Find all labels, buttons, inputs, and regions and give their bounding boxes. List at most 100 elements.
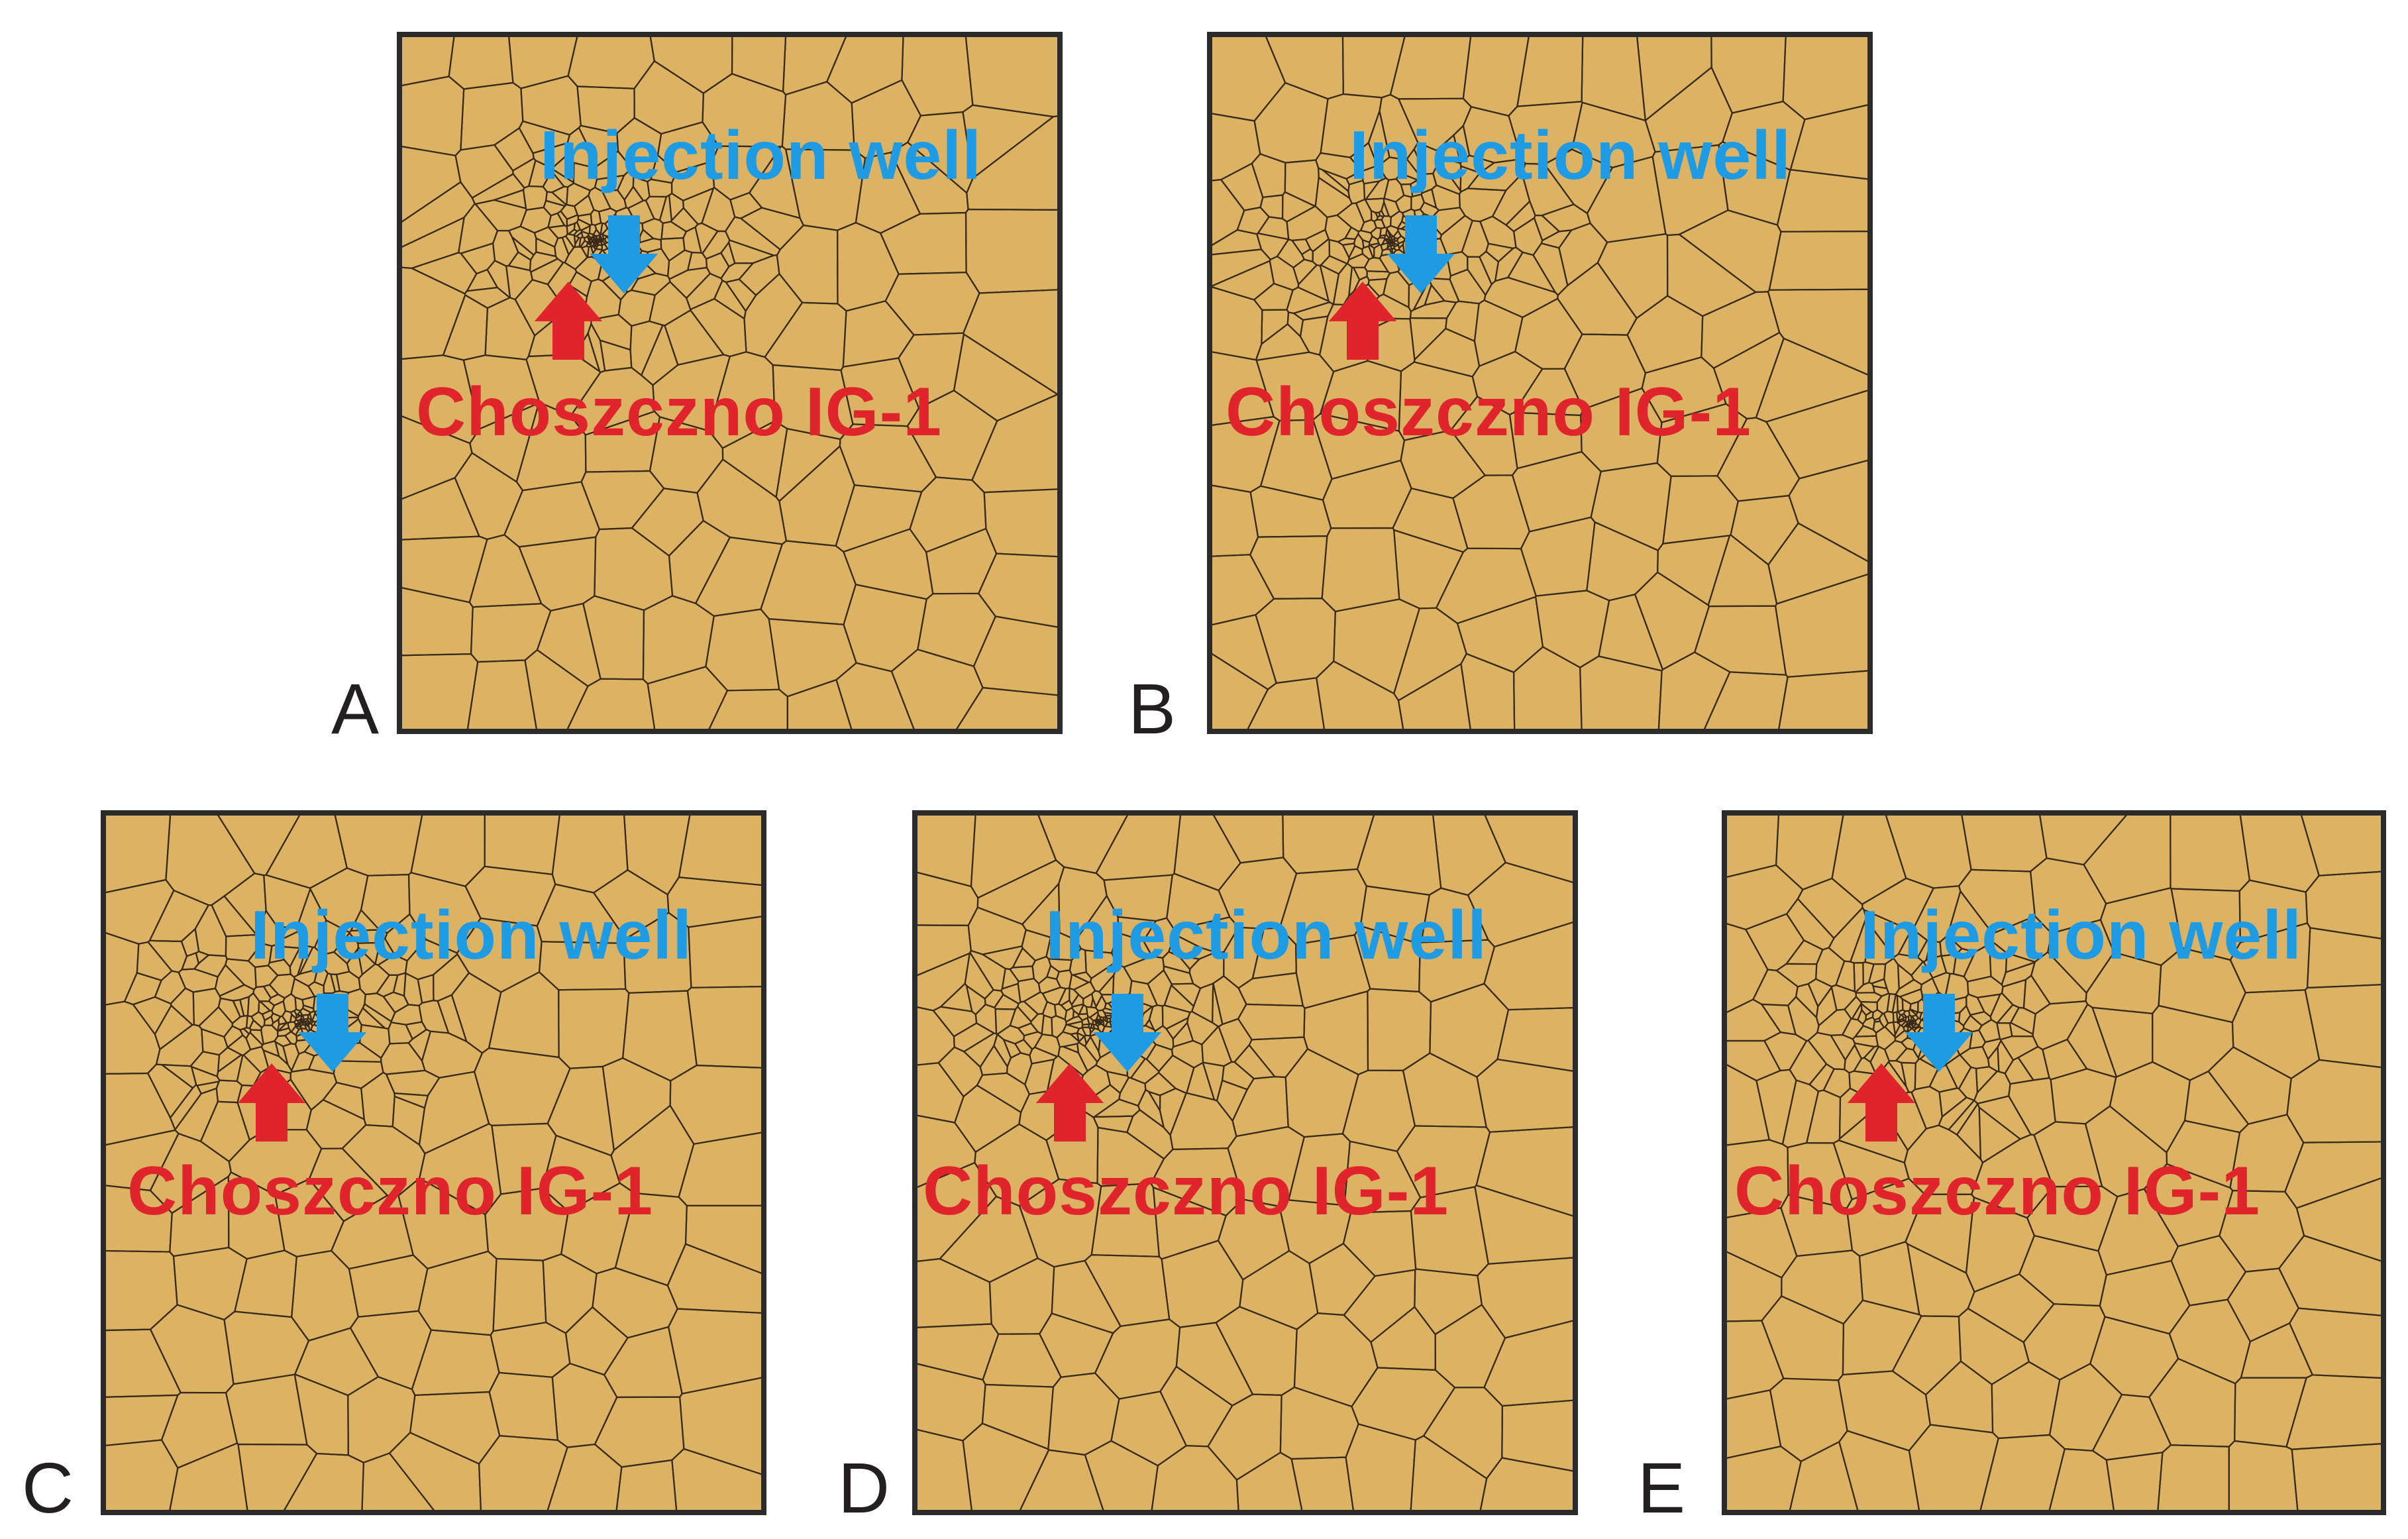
well-label: Choszczno IG-1 — [1734, 1153, 2260, 1230]
mesh-cell — [1884, 1021, 1897, 1039]
mesh-cell — [1892, 1011, 1899, 1024]
mesh-cell — [471, 173, 525, 205]
mesh-cell — [223, 873, 267, 937]
mesh-cell — [1453, 124, 1471, 165]
arrow-down-icon — [1905, 994, 1973, 1072]
mesh-cell — [1122, 955, 1165, 985]
mesh-cell — [1284, 159, 1320, 207]
panel-frame — [101, 810, 766, 1515]
arrow-up-icon — [534, 282, 603, 360]
mesh-cell — [1055, 969, 1073, 990]
mesh-cell — [1474, 1184, 1575, 1265]
mesh-cell — [666, 1243, 764, 1314]
mesh-cell — [1367, 278, 1388, 297]
mesh-cell — [1903, 1022, 1910, 1028]
arrow-down-icon — [1093, 994, 1162, 1072]
panel-e: E Injection well Choszczno IG-1 — [1638, 810, 2386, 1528]
mesh-cell — [1996, 1022, 2013, 1041]
mesh-cell — [1987, 1045, 2000, 1073]
mesh-cell — [357, 941, 381, 965]
mesh-cell — [629, 320, 664, 377]
arrow-up-icon — [237, 1063, 306, 1141]
arrow-down-icon — [298, 994, 367, 1072]
mesh-cell — [532, 142, 568, 170]
mesh-cell — [309, 867, 369, 933]
arrow-down-icon — [590, 215, 658, 293]
mesh-cell — [1787, 996, 1820, 1042]
mesh-cell — [1069, 1032, 1080, 1044]
mesh-cell — [1081, 1026, 1092, 1037]
mesh-cell — [1981, 1037, 2002, 1061]
mesh-cell — [725, 278, 757, 313]
mesh-cell — [1357, 229, 1373, 244]
mesh-cell — [1807, 978, 1833, 1008]
mesh-cell — [1897, 1009, 1907, 1016]
mesh-cell — [1381, 215, 1392, 229]
mesh-cell — [1420, 188, 1438, 209]
well-label: Choszczno IG-1 — [416, 374, 942, 451]
arrow-down-shape — [1093, 994, 1162, 1072]
mesh-cell — [623, 185, 645, 209]
mesh-cell — [518, 120, 571, 154]
mesh-cell — [1352, 266, 1368, 281]
mesh-cell — [1883, 957, 1900, 996]
mesh-cell — [682, 187, 715, 225]
mesh-cell — [599, 233, 605, 240]
mesh-cell — [442, 293, 489, 361]
mesh-cell — [1304, 229, 1330, 253]
mesh-cell — [1292, 258, 1318, 286]
mesh-cell — [304, 1024, 311, 1032]
panel-background — [1724, 813, 2383, 1512]
mesh-cell — [632, 176, 651, 202]
mesh-cell — [437, 994, 468, 1043]
panel-frame — [912, 810, 1578, 1515]
mesh-cell — [1236, 206, 1270, 235]
panel-frame — [1722, 810, 2386, 1515]
mesh-cell — [270, 1000, 287, 1018]
mesh-cell — [1767, 522, 1870, 605]
mesh-cell — [1461, 219, 1490, 258]
mesh-cell — [1106, 1070, 1130, 1094]
mesh-cell — [305, 1098, 367, 1149]
mesh-cell — [2304, 983, 2383, 1069]
mesh-cell — [299, 1017, 305, 1022]
panel-b: B Injection well Choszczno IG-1 — [1128, 32, 1873, 749]
well-label: Choszczno IG-1 — [923, 1153, 1449, 1230]
mesh-cell — [522, 185, 548, 211]
mesh-cell — [1089, 1023, 1095, 1030]
mesh-cell — [587, 322, 606, 374]
mesh-cell — [595, 235, 598, 241]
mesh-cell — [566, 229, 579, 237]
well-label: Choszczno IG-1 — [127, 1153, 653, 1230]
arrow-up-icon — [1847, 1063, 1916, 1141]
arrow-up-shape — [534, 282, 603, 360]
mesh-cell — [1991, 915, 2052, 963]
mesh-cell — [1445, 300, 1480, 343]
mesh-cell — [556, 210, 568, 227]
mesh-cell — [966, 115, 1060, 211]
mesh-cell — [278, 1022, 290, 1032]
injection-well-label: Injection well — [1860, 897, 2302, 974]
mesh-cell — [1978, 1106, 2022, 1164]
arrow-down-shape — [1387, 215, 1455, 293]
mesh-cell — [290, 1025, 300, 1036]
mesh-cell — [1188, 951, 1225, 989]
mesh-cell — [1393, 240, 1400, 246]
mesh-cell — [1969, 1029, 1987, 1049]
arrow-up-icon — [1328, 282, 1397, 360]
arrow-down-shape — [298, 994, 367, 1072]
mesh-cell — [1098, 1018, 1102, 1022]
mesh-cell — [1081, 1016, 1090, 1026]
mesh-cell — [1157, 1054, 1195, 1094]
mesh-cell — [1379, 93, 1419, 161]
mesh-cell — [1125, 1108, 1174, 1160]
mesh-cell — [1849, 916, 1869, 964]
mesh-cell — [219, 984, 255, 1002]
panel-frame — [1207, 32, 1873, 734]
mesh-cell — [1220, 162, 1264, 211]
mesh-cell — [1852, 1035, 1879, 1048]
mesh-cell — [1148, 1004, 1164, 1032]
mesh-cell — [255, 909, 279, 947]
mesh-cell — [232, 998, 245, 1018]
mesh-cell — [252, 985, 272, 1002]
